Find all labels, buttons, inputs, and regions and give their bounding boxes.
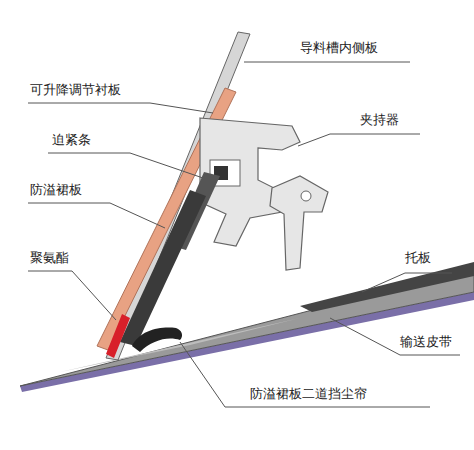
leader-line (28, 203, 165, 228)
support-plate (300, 262, 474, 312)
clamp-lever (270, 176, 328, 270)
leader-line (48, 153, 203, 178)
leader-line (330, 318, 460, 355)
lever-hole (301, 191, 311, 201)
part-label: 迫紧条 (52, 132, 91, 148)
leader-line (298, 134, 420, 146)
part-label: 防溢裙板 (30, 182, 82, 198)
part-label: 防溢裙板二道挡尘帘 (250, 386, 367, 402)
leader-line (362, 273, 452, 292)
belt-surface (60, 318, 300, 372)
part-label: 聚氨酯 (30, 250, 69, 266)
polyurethane-strip (106, 314, 130, 358)
part-label: 输送皮带 (400, 334, 452, 350)
part-label: 夹持器 (360, 112, 399, 128)
part-label: 可升降调节衬板 (30, 82, 121, 98)
leader-line (244, 62, 410, 63)
dust-curtain (132, 328, 182, 352)
leader-line (28, 271, 116, 320)
leader-line (28, 103, 213, 113)
leader-line (180, 342, 430, 407)
part-label: 托板 (405, 250, 431, 266)
part-label: 导料槽内侧板 (300, 40, 378, 56)
belt-edge (20, 292, 474, 392)
